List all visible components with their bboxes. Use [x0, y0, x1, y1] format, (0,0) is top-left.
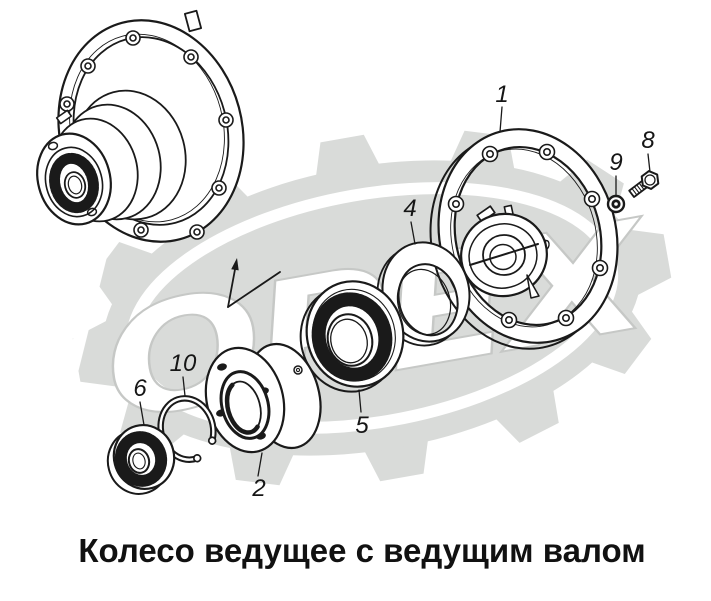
callout-labels: 1 2 4 5 6 8 9 10	[133, 81, 655, 502]
leader-4	[410, 221, 416, 245]
leader-10	[182, 376, 186, 397]
direction-arrows-icon	[227, 258, 281, 308]
bolt-ear-icon	[218, 112, 234, 128]
body-hole	[293, 365, 303, 375]
face-hole	[86, 207, 98, 217]
bolt-ear-icon	[538, 143, 556, 161]
bolt-ear-icon	[557, 309, 575, 327]
disc-bolt-ears	[59, 30, 234, 240]
callout-8: 8	[641, 127, 655, 154]
bolt-ear-icon	[59, 96, 75, 112]
flange-hole	[217, 363, 227, 371]
face-hole	[47, 141, 59, 151]
callout-2: 2	[251, 475, 265, 502]
arrowhead-icon	[231, 258, 239, 271]
part-bearing-housing-2	[204, 342, 322, 454]
bearing-rollers	[311, 292, 393, 382]
part-wheel-hub-assembly	[36, 9, 245, 243]
callout-5: 5	[355, 412, 369, 439]
bolt-ear-icon	[189, 224, 205, 240]
callout-9: 9	[609, 149, 622, 176]
snap-ring-lug	[207, 436, 217, 445]
bolt-ear-icon	[211, 180, 227, 196]
leader-1	[499, 106, 503, 133]
bolt-ear-icon	[80, 58, 96, 74]
snap-ring-lug	[192, 454, 202, 463]
bearing-rollers	[49, 152, 99, 214]
part-bearing-6	[106, 424, 176, 495]
exploded-view	[36, 9, 660, 495]
rim-tab	[183, 9, 203, 33]
part-bearing-5	[299, 280, 405, 393]
bolt-ear-icon	[447, 195, 465, 213]
drum-stud	[55, 109, 73, 125]
part-drive-hub	[460, 204, 550, 299]
leader-2	[257, 452, 263, 477]
bolt-ear-icon	[125, 30, 141, 46]
leader-8	[647, 153, 651, 173]
bolt-ear-icon	[133, 222, 149, 238]
leader-6	[139, 401, 145, 426]
callout-1: 1	[495, 81, 508, 108]
callout-leaders	[139, 106, 651, 477]
part-washer-9	[606, 194, 626, 214]
part-snap-ring-10	[157, 395, 217, 463]
bottom-spike	[526, 274, 540, 299]
bolt-ear-icon	[591, 259, 609, 277]
bearing-rollers	[114, 431, 168, 487]
callout-4: 4	[403, 195, 416, 222]
bolt-ear-icon	[183, 49, 199, 65]
bolt-ear-icon	[500, 311, 518, 329]
callout-6: 6	[133, 375, 147, 402]
watermark-stripe	[57, 232, 113, 404]
bolt-ear-icon	[481, 145, 499, 163]
page-title: Колесо ведущее с ведущим валом	[78, 532, 645, 569]
leader-5	[358, 389, 362, 413]
callout-10: 10	[170, 350, 197, 377]
bolt-ear-icon	[583, 190, 601, 208]
part-bolt-8	[628, 170, 660, 198]
